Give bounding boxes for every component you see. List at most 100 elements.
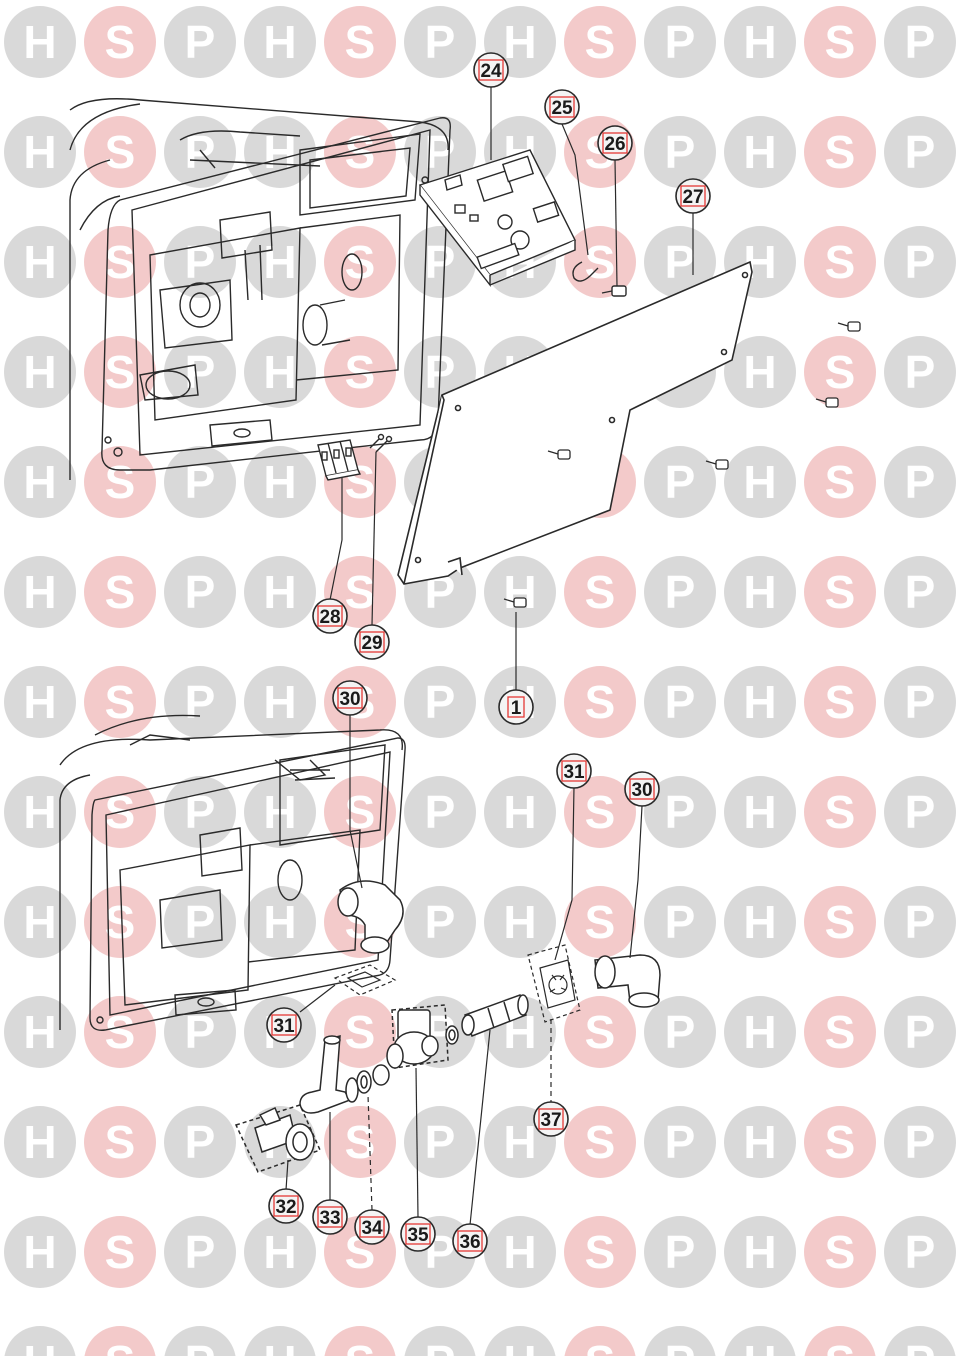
watermark-circle [164,446,236,518]
watermark-letter: S [585,896,616,948]
watermark-letter: H [503,896,536,948]
watermark-circle [404,116,476,188]
watermark-letter: P [425,1116,456,1168]
watermark-letter: S [105,896,136,948]
watermark-circle [724,776,796,848]
watermark-circle [324,1326,396,1356]
watermark-letter: H [23,1006,56,1058]
watermark-letter: H [743,346,776,398]
watermark-circle [724,6,796,78]
part-37-gasket-right [527,944,581,1023]
watermark-circle [804,226,876,298]
watermark-circle [244,886,316,958]
callout-36: 36 [452,1223,488,1259]
watermark-letter: S [345,1336,376,1356]
watermark-letter: P [665,1226,696,1278]
watermark-letter: S [105,676,136,728]
watermark-letter: H [23,1336,56,1356]
watermark-letter: P [425,786,456,838]
watermark-circle [244,6,316,78]
watermark-letter: P [425,896,456,948]
watermark-letter: S [105,1336,136,1356]
watermark-circle [564,1106,636,1178]
watermark-circle [404,666,476,738]
watermark-circle [884,666,956,738]
watermark-letter: P [905,1006,936,1058]
watermark-circle [244,336,316,408]
watermark-circle [724,1106,796,1178]
watermark-letter: P [665,456,696,508]
watermark-letter: S [105,566,136,618]
watermark-letter: S [105,456,136,508]
watermark-letter: H [743,786,776,838]
watermark-circle [564,226,636,298]
watermark-circle [244,666,316,738]
watermark-letter: H [503,1116,536,1168]
o-ring [372,1025,459,1086]
watermark-circle [804,1106,876,1178]
watermark-letter: P [905,1336,936,1356]
callout-26-label: 26 [604,134,625,155]
watermark-circle [84,556,156,628]
watermark-circle [564,996,636,1068]
watermark-letter: P [905,566,936,618]
watermark-circle [644,226,716,298]
watermark-letter: H [23,456,56,508]
watermark-letter: P [665,566,696,618]
callout-30-right-label: 30 [631,780,652,801]
watermark-letter: H [263,1226,296,1278]
watermark-letter: H [23,1226,56,1278]
callout-28-label: 28 [319,607,340,628]
watermark-circle [244,556,316,628]
watermark-circle [804,996,876,1068]
watermark-letter: P [905,676,936,728]
watermark-letter: P [185,16,216,68]
watermark-letter: P [185,1116,216,1168]
watermark-letter: H [23,236,56,288]
watermark-circle [4,226,76,298]
watermark-letter: P [185,566,216,618]
watermark-circle [884,336,956,408]
watermark-circle [724,116,796,188]
watermark-letter: H [263,896,296,948]
watermark-circle [724,1326,796,1356]
part-31-gasket-left [333,964,397,996]
callout-30-right: 30 [624,771,660,807]
part-34-washer [356,1070,372,1094]
watermark-circle [644,886,716,958]
watermark-letter: H [263,1336,296,1356]
watermark-circle [4,666,76,738]
watermark-circle [164,6,236,78]
watermark-circle [884,996,956,1068]
watermark-circle [164,116,236,188]
watermark-circle [164,1106,236,1178]
watermark-circle [564,886,636,958]
watermark-letter: H [743,676,776,728]
watermark-circle [324,336,396,408]
watermark-circle [884,776,956,848]
watermark-letter: H [263,676,296,728]
watermark-letter: P [665,1116,696,1168]
watermark-circle [804,116,876,188]
watermark-circle [884,556,956,628]
watermark-circle [84,446,156,518]
watermark-circle [724,556,796,628]
watermark-letter: P [905,16,936,68]
callout-31-right: 31 [556,753,592,789]
watermark-circle [804,1326,876,1356]
watermark-circle [4,886,76,958]
watermark-circle [724,996,796,1068]
watermark-letter: S [825,456,856,508]
part-35-solenoid-valve [386,1004,449,1069]
watermark-letter: P [185,676,216,728]
watermark-letter: S [345,1006,376,1058]
watermark-circle [324,6,396,78]
watermark-circle [804,776,876,848]
callout-27-label: 27 [682,187,703,208]
callout-1: 1 [498,689,534,725]
callout-34: 34 [354,1209,390,1245]
watermark-circle [804,666,876,738]
callout-35-label: 35 [407,1225,429,1246]
watermark-letter: H [503,1226,536,1278]
